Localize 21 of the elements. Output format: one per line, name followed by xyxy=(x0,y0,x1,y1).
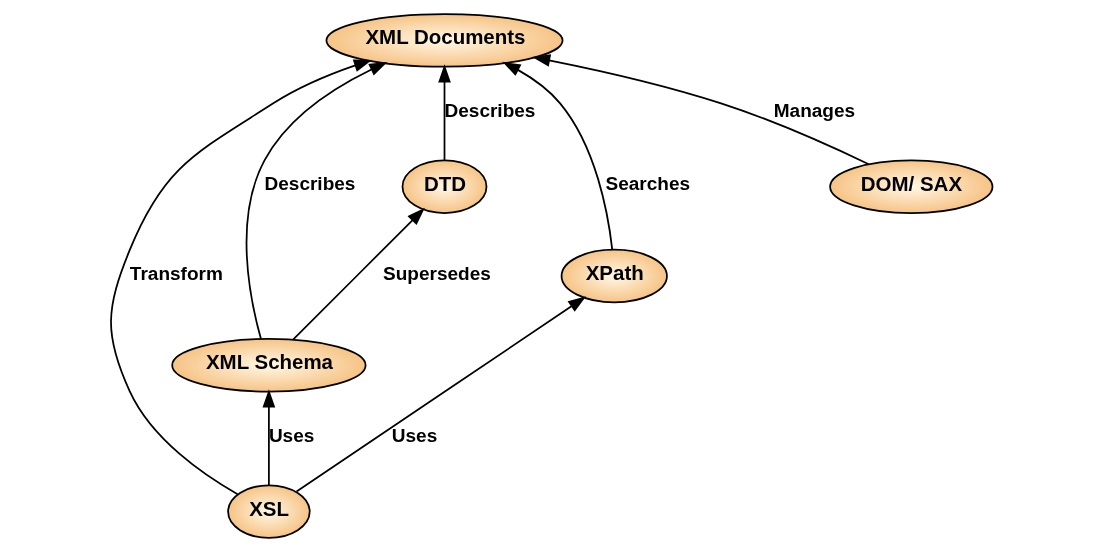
node-ellipse: XSL xyxy=(226,484,311,539)
edge-label: Supersedes xyxy=(382,262,491,284)
edge-label: Transform xyxy=(129,262,223,284)
arrow xyxy=(531,54,870,166)
arrow xyxy=(245,62,387,340)
arrow xyxy=(501,61,613,251)
node-ellipse: XML Schema xyxy=(170,338,366,393)
arrow xyxy=(291,207,425,341)
edge-label: Uses xyxy=(268,424,314,446)
node-ellipse: XPath xyxy=(560,248,668,304)
node-ellipse: DTD xyxy=(401,159,487,214)
edge-label: Describes xyxy=(264,173,355,195)
arrow xyxy=(437,64,451,162)
edge-label: Searches xyxy=(604,173,690,195)
node-ellipse: DOM/ SAX xyxy=(828,159,993,214)
edge-label: Describes xyxy=(444,100,535,122)
edge-label: Uses xyxy=(391,424,437,446)
arrow xyxy=(295,296,586,493)
arrow xyxy=(262,389,275,487)
edge-label: Manages xyxy=(773,100,855,122)
arrow xyxy=(109,59,372,496)
